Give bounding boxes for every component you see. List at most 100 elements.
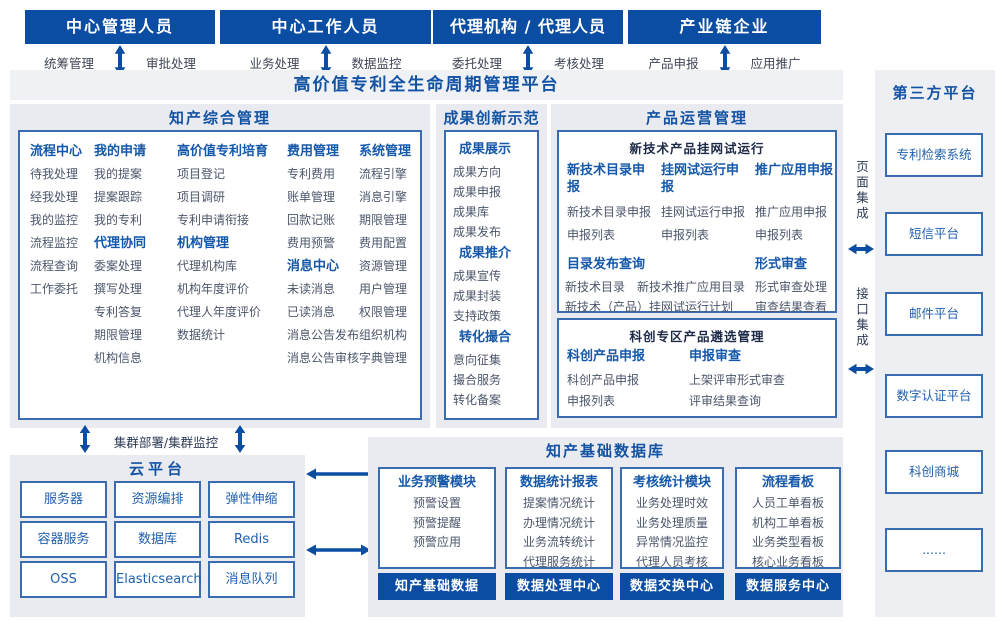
section-title: 知产基础数据库 [545, 442, 665, 460]
cloud-item: 消息队列 [208, 561, 295, 598]
module-title: 考核统计模块 [632, 475, 711, 490]
cloud-item: 资源编排 [114, 481, 201, 518]
module-item: 代理服务统计 [522, 554, 595, 569]
menu-item: 转化备案 [453, 393, 502, 407]
section-title: 第三方平台 [892, 84, 978, 102]
menu-item: 资源管理 [359, 259, 408, 273]
module-item: 人员工单看板 [751, 496, 824, 510]
menu-group-title: 挂网试运行申报 [661, 163, 740, 195]
cloud-item: Elasticsearch [114, 561, 202, 598]
actor-labels: 委托处理 考核处理 [433, 53, 623, 72]
horizontal-double-arrow-icon [848, 243, 874, 255]
menu-item: 专利答复 [94, 305, 143, 319]
column-fee-management: 费用管理 专利费用 账单管理 回款记账 费用预警 消息中心 未读消息 已读消息 … [287, 140, 359, 370]
cloud-item: 数据库 [114, 521, 201, 558]
menu-item: 撮合服务 [453, 373, 502, 387]
menu-item: 新技术（产品）挂网试运行计划 [565, 300, 734, 314]
vertical-double-arrow-icon [114, 45, 126, 76]
actor-group-center-managers: 中心管理人员 统筹管理 审批处理 [25, 10, 215, 76]
section-third-party: 第三方平台 专利检索系统 短信平台 邮件平台 数字认证平台 科创商城 .....… [875, 70, 995, 617]
horizontal-double-arrow-icon [306, 544, 371, 556]
module-process-kanban: 流程看板 人员工单看板 机构工单看板 业务类型看板 核心业务看板 [735, 467, 841, 569]
menu-group-title: 申报审查 [689, 349, 742, 364]
third-party-item: 专利检索系统 [885, 133, 983, 177]
menu-item: 消息引擎 [359, 190, 408, 204]
module-item: 提案情况统计 [522, 496, 595, 510]
menu-item: 新技术目录申报 [567, 205, 652, 219]
menu-item: 成果申报 [453, 185, 502, 199]
third-party-item: 邮件平台 [885, 292, 983, 336]
menu-item: 审查结果查看 [755, 300, 828, 314]
menu-item: 消息公告发布 [287, 328, 360, 342]
menu-item: 回款记账 [287, 213, 336, 227]
menu-group-title: 科创产品申报 [567, 349, 646, 364]
column-system-management: 系统管理 流程引擎 消息引擎 期限管理 费用配置 资源管理 用户管理 权限管理 … [359, 140, 411, 370]
menu-item: 数据统计 [177, 328, 226, 342]
cloud-item: 弹性伸缩 [208, 481, 295, 518]
section-achievement-innovation: 成果创新示范 成果展示 成果方向 成果申报 成果库 成果发布 成果推介 成果宣传… [436, 104, 547, 428]
data-center-badge: 数据处理中心 [505, 573, 613, 600]
third-party-item: 短信平台 [885, 212, 983, 256]
menu-item: 账单管理 [287, 190, 336, 204]
menu-item: 成果发布 [453, 225, 502, 239]
menu-item: 专利申请衔接 [177, 213, 250, 227]
module-item: 异常情况监控 [635, 535, 708, 549]
selection-management-box: 科创专区产品遴选管理 科创产品申报 申报审查 科创产品申报 上架评审形式审查 申… [557, 318, 837, 418]
actor-left-label: 统筹管理 [43, 56, 94, 71]
menu-item: 成果库 [453, 205, 490, 219]
menu-item: 代理机构库 [177, 259, 238, 273]
actor-group-agencies: 代理机构 / 代理人员 委托处理 考核处理 [433, 10, 623, 76]
trial-operation-box: 新技术产品挂网试运行 新技术目录申报 挂网试运行申报 推广应用申报 新技术目录申… [557, 130, 837, 314]
menu-item: 流程引擎 [359, 167, 408, 181]
menu-item: 费用配置 [359, 236, 408, 250]
module-title: 数据统计报表 [519, 475, 598, 490]
menu-item: 机构信息 [94, 351, 143, 365]
menu-group-title: 消息中心 [287, 259, 340, 274]
module-item: 预警设置 [412, 496, 461, 510]
menu-item: 未读消息 [287, 282, 336, 296]
module-item: 业务处理时效 [635, 496, 708, 510]
menu-item: 工作委托 [30, 282, 79, 296]
actor-left-label: 产品申报 [648, 56, 699, 71]
actor-title: 中心工作人员 [220, 10, 431, 44]
menu-item: 申报列表 [755, 228, 804, 242]
actor-left-label: 委托处理 [451, 56, 502, 71]
data-center-badge: 数据交换中心 [620, 573, 724, 600]
cloud-item: Redis [208, 521, 295, 558]
ip-management-box: 流程中心 待我处理 经我处理 我的监控 流程监控 流程查询 工作委托 我的申请 … [18, 130, 422, 420]
menu-item: 用户管理 [359, 282, 408, 296]
menu-item: 经我处理 [30, 190, 79, 204]
menu-item: 费用预警 [287, 236, 336, 250]
module-item: 预警提醒 [412, 515, 461, 530]
menu-item: 权限管理 [359, 305, 408, 319]
menu-item: 申报列表 [661, 228, 710, 242]
menu-item: 组织机构 [359, 328, 408, 342]
platform-title: 高价值专利全生命周期管理平台 [293, 75, 560, 95]
vertical-double-arrow-icon [79, 425, 91, 453]
menu-item: 上架评审形式审查 [689, 373, 786, 387]
menu-group-title: 我的申请 [94, 144, 147, 159]
module-statistics-report: 数据统计报表 提案情况统计 办理情况统计 业务流转统计 代理服务统计 [505, 467, 613, 569]
menu-group-title: 新技术目录申报 [567, 163, 646, 195]
vertical-double-arrow-icon [719, 45, 731, 76]
module-item: 代理人员考核 [635, 554, 708, 569]
menu-group-title: 推广应用申报 [755, 163, 834, 178]
actor-right-label: 考核处理 [554, 56, 605, 71]
menu-item: 意向征集 [453, 353, 502, 367]
cloud-item: 容器服务 [20, 521, 107, 558]
menu-item: 新技术目录 [565, 280, 626, 294]
module-business-warning: 业务预警模块 预警设置 预警提醒 预警应用 [378, 467, 496, 569]
vertical-double-arrow-icon [234, 425, 246, 453]
menu-group-title: 代理协同 [94, 236, 147, 251]
platform-title-band: 高价值专利全生命周期管理平台 [10, 70, 843, 100]
module-item: 业务流转统计 [522, 535, 595, 549]
menu-item: 流程监控 [30, 236, 79, 250]
actor-right-label: 审批处理 [146, 56, 197, 71]
third-party-item: 数字认证平台 [885, 374, 983, 418]
vertical-double-arrow-icon [320, 45, 332, 76]
menu-item: 申报列表 [567, 228, 616, 242]
menu-item: 成果封装 [453, 289, 502, 303]
section-title: 知产综合管理 [168, 109, 271, 127]
menu-item: 挂网试运行申报 [661, 205, 746, 219]
